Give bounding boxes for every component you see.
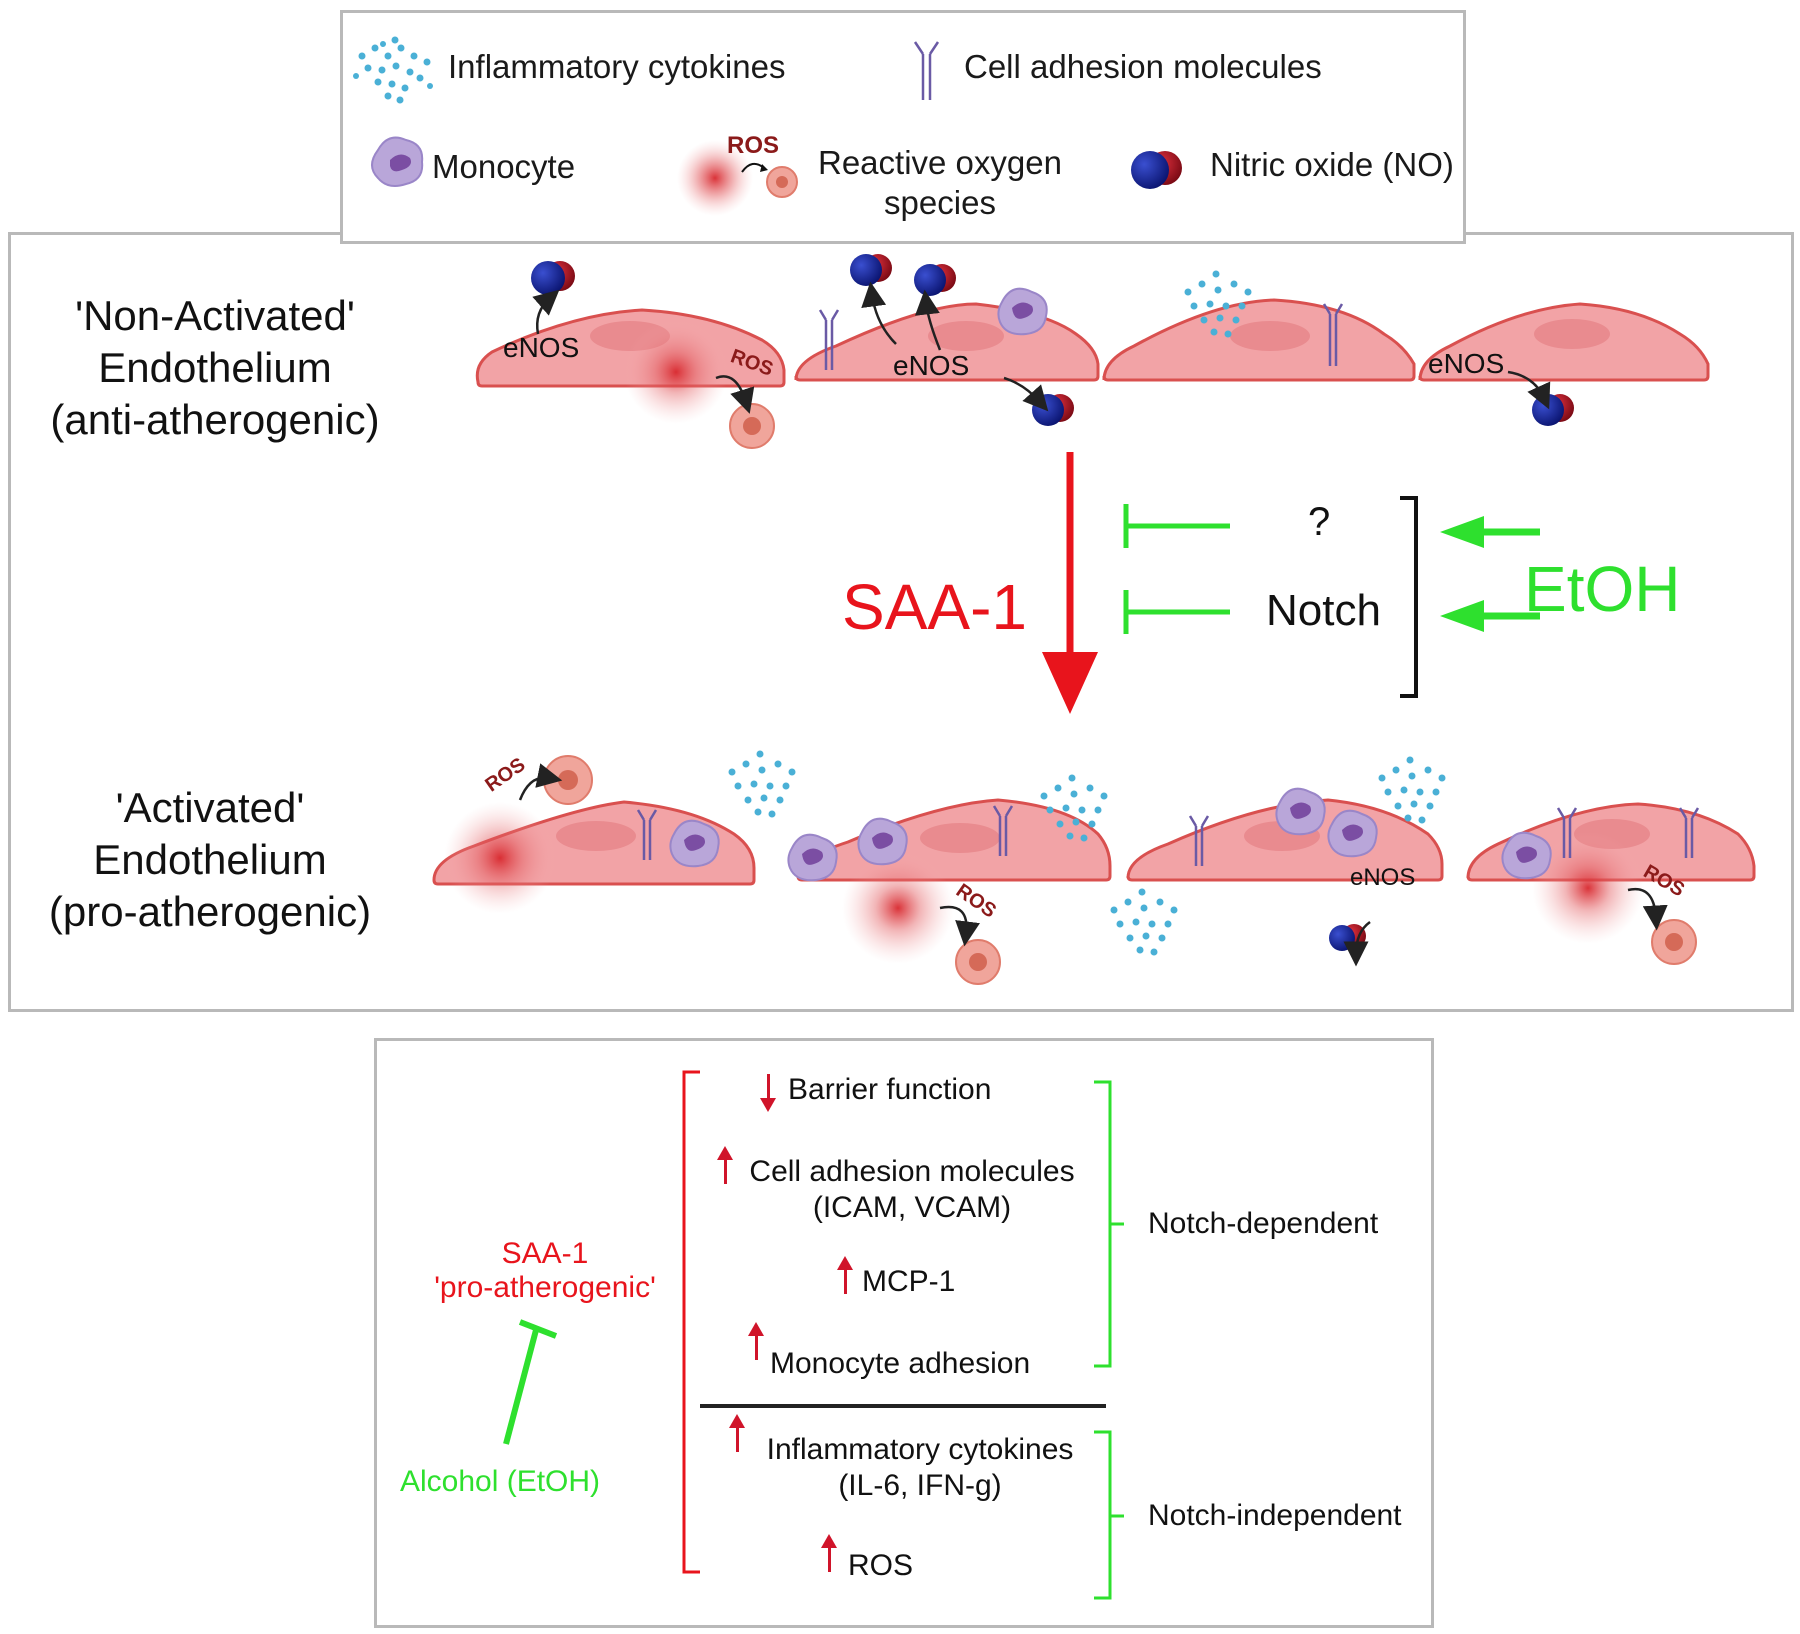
- legend-monocyte-icon: [371, 136, 424, 187]
- summary-saa1: SAA-1: [501, 1237, 589, 1270]
- legend-icons: [353, 36, 1182, 216]
- mechanism-arrows: [1042, 452, 1540, 714]
- legend-ros-tag: ROS: [727, 132, 780, 159]
- notch-label: Notch: [1266, 586, 1381, 635]
- legend-cytokines-label: Inflammatory cytokines: [448, 48, 786, 85]
- saa1-label: SAA-1: [842, 571, 1027, 643]
- activated-line-2: Endothelium: [93, 836, 327, 883]
- endothelium-illustration: [432, 254, 1756, 985]
- summary-alcohol: Alcohol (EtOH): [399, 1465, 601, 1498]
- effect-infl-1: Inflammatory cytokines: [766, 1433, 1074, 1466]
- notch-independent-label: Notch-independent: [1148, 1499, 1402, 1532]
- effect-ros: ROS: [848, 1549, 914, 1582]
- effect-cam-2: (ICAM, VCAM): [812, 1191, 1012, 1224]
- effect-infl-2: (IL-6, IFN-g): [838, 1469, 1002, 1502]
- adhesion-molecules: [636, 303, 1700, 866]
- ros-glows: [444, 320, 1644, 964]
- legend-adhesion-icon: [913, 41, 940, 100]
- enos-label-4: eNOS: [1350, 864, 1416, 891]
- legend-ros-icon: [677, 140, 798, 216]
- cytokine-clusters: [728, 270, 1446, 956]
- effect-cam-1: Cell adhesion molecules: [749, 1155, 1075, 1188]
- non-activated-line-1: 'Non-Activated': [75, 292, 355, 339]
- summary-saa1-sub: 'pro-atherogenic': [434, 1271, 656, 1304]
- legend-ros-label-1: Reactive oxygen: [818, 144, 1062, 181]
- enos-label-1: eNOS: [503, 332, 580, 363]
- legend-no-label: Nitric oxide (NO): [1210, 146, 1454, 183]
- effect-mono-adh: Monocyte adhesion: [770, 1347, 1031, 1380]
- legend-panel: [340, 10, 1466, 244]
- legend-ros-label-2: species: [884, 184, 996, 221]
- effect-barrier: Barrier function: [788, 1073, 992, 1106]
- legend-monocyte-label: Monocyte: [432, 148, 576, 185]
- notch-dependent-label: Notch-dependent: [1148, 1207, 1379, 1240]
- enos-label-2: eNOS: [893, 350, 970, 381]
- legend-cytokines-icon: [353, 36, 433, 104]
- legend-no-icon: [1131, 151, 1182, 189]
- question-label: ?: [1308, 500, 1331, 544]
- etoh-label: EtOH: [1524, 553, 1681, 625]
- monocytes: [669, 287, 1552, 882]
- effect-mcp: MCP-1: [862, 1265, 956, 1298]
- legend-adhesion-label: Cell adhesion molecules: [964, 48, 1322, 85]
- non-activated-line-2: Endothelium: [98, 344, 332, 391]
- activated-line-1: 'Activated': [115, 784, 305, 831]
- activated-line-3: (pro-atherogenic): [48, 888, 372, 935]
- activated-label: 'Activated' Endothelium (pro-atherogenic…: [10, 782, 410, 938]
- non-activated-label: 'Non-Activated' Endothelium (anti-athero…: [20, 290, 410, 446]
- non-activated-line-3: (anti-atherogenic): [50, 396, 380, 443]
- enos-label-3: eNOS: [1428, 348, 1505, 379]
